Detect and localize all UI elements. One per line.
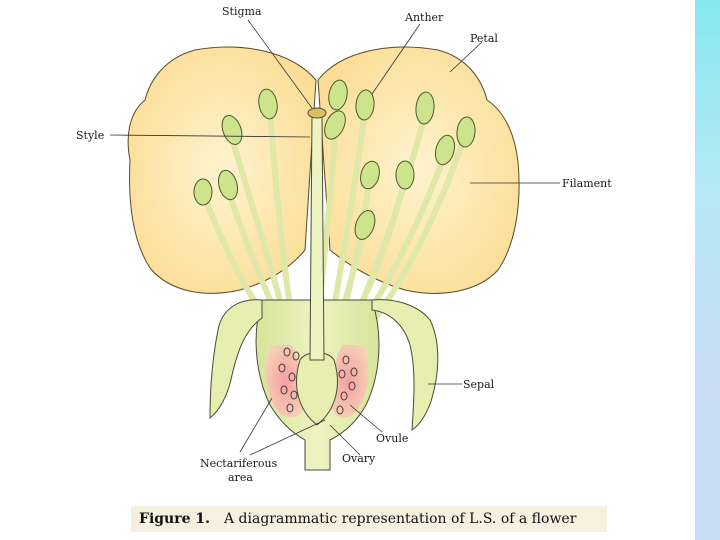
sepal-left bbox=[209, 299, 263, 420]
label-petal: Petal bbox=[470, 32, 498, 45]
label-filament: Filament bbox=[562, 177, 612, 190]
ovules bbox=[278, 347, 358, 415]
label-ovule: Ovule bbox=[376, 432, 408, 445]
label-ovary: Ovary bbox=[342, 452, 376, 465]
anthers bbox=[193, 79, 476, 240]
label-sepal: Sepal bbox=[463, 378, 495, 391]
figure-caption: Figure 1. A diagrammatic representation … bbox=[131, 506, 607, 532]
label-style: Style bbox=[76, 129, 104, 142]
leader-lines bbox=[109, 19, 560, 456]
figure-caption-text: A diagrammatic representation of L.S. of… bbox=[224, 511, 577, 527]
nectariferous-area-left bbox=[265, 345, 305, 418]
label-stigma: Stigma bbox=[222, 5, 262, 18]
flower-diagram: Stigma Anther Petal Style Filament Sepal… bbox=[76, 5, 612, 484]
figure-number: Figure 1. bbox=[139, 511, 210, 527]
petal-left bbox=[127, 46, 317, 294]
stigma bbox=[307, 107, 327, 119]
petal-right bbox=[317, 46, 520, 294]
label-nectariferous: Nectariferous bbox=[200, 457, 278, 470]
label-nectariferous-area: area bbox=[228, 471, 253, 484]
side-gradient-bar bbox=[695, 0, 720, 540]
sepal-right bbox=[371, 299, 439, 431]
label-anther: Anther bbox=[404, 11, 444, 24]
nectariferous-area-right bbox=[329, 345, 369, 418]
style bbox=[309, 114, 325, 361]
